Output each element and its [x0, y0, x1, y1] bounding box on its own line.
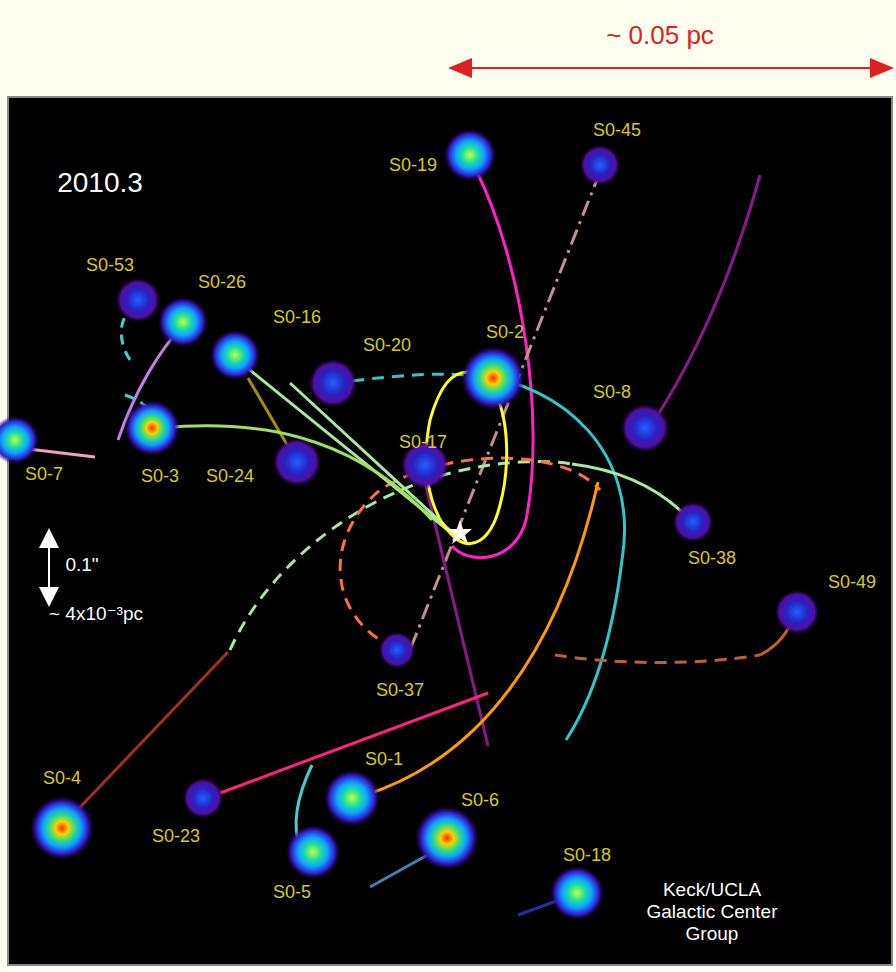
scale-label: ~ 4x10⁻³pc: [49, 603, 143, 625]
star-name: S0-23: [152, 826, 200, 847]
star-name: S0-1: [365, 749, 403, 770]
star-name: S0-26: [198, 272, 246, 293]
star-name: S0-7: [25, 464, 63, 485]
stars: [0, 129, 819, 920]
star-name: S0-18: [563, 845, 611, 866]
star-name: S0-45: [593, 120, 641, 141]
star-name: S0-19: [389, 155, 437, 176]
star-name: S0-6: [461, 790, 499, 811]
star-name: S0-17: [399, 432, 447, 453]
scale-label: ~ 0.05 pc: [606, 21, 714, 51]
scale-arrow: [452, 67, 890, 69]
star-name: S0-49: [828, 572, 876, 593]
scale-bar: [48, 532, 50, 603]
star-name: S0-3: [141, 466, 179, 487]
star-name: S0-38: [688, 548, 736, 569]
star-name: S0-2: [486, 322, 524, 343]
image-panel: [8, 97, 892, 965]
star-name: S0-16: [273, 307, 321, 328]
scale-label: 0.1": [65, 554, 98, 576]
credit-label: Keck/UCLA Galactic Center Group: [627, 879, 797, 945]
star-name: S0-5: [273, 882, 311, 903]
orbit-tracks: [20, 170, 795, 915]
star-name: S0-8: [593, 382, 631, 403]
star-name: S0-37: [376, 680, 424, 701]
star-name: S0-53: [86, 255, 134, 276]
star-name: S0-4: [43, 768, 81, 789]
star-name: S0-24: [206, 466, 254, 487]
star-name: S0-20: [363, 335, 411, 356]
epoch-label: 2010.3: [57, 167, 143, 199]
sgr-a-star: [448, 520, 472, 544]
